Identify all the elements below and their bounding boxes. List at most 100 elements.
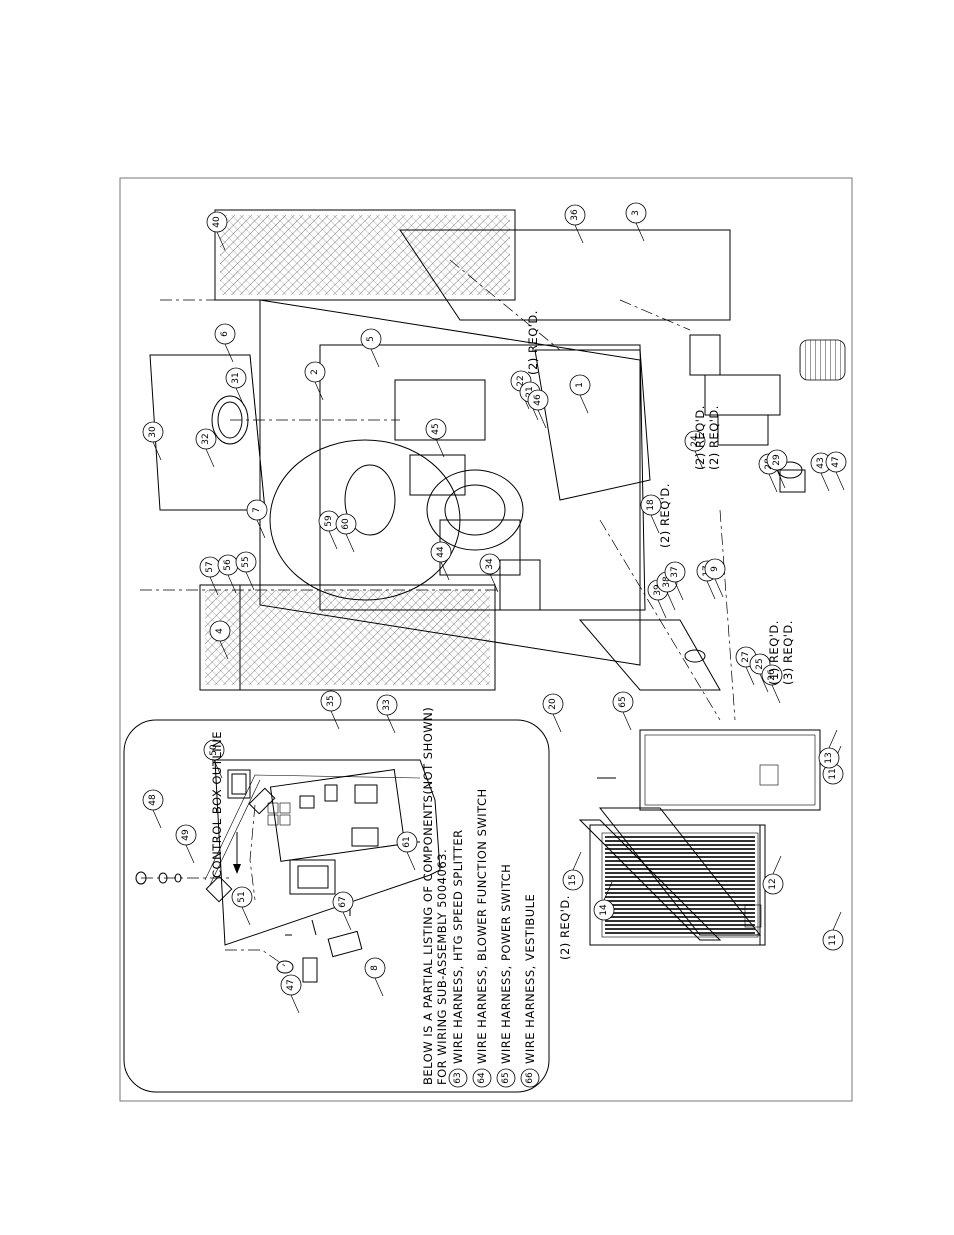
callout-57: 57 <box>199 556 221 596</box>
callout-number: 44 <box>436 546 446 558</box>
callout-51: 51 <box>231 886 253 926</box>
harness-item-number: 63 <box>453 1072 463 1083</box>
callout-34: 34 <box>479 553 501 593</box>
callout-number: 48 <box>148 794 158 806</box>
callout-33: 33 <box>376 694 398 734</box>
callout-9: 9 <box>704 558 726 598</box>
flexible-duct <box>799 339 846 381</box>
callout-number: 49 <box>181 829 191 841</box>
callout-61: 61 <box>396 831 418 871</box>
callout-number: 4 <box>215 628 225 634</box>
harness-item-number: 64 <box>477 1072 487 1084</box>
quantity-labels: (2) REQ'D. (2) REQ'D. (2) REQ'D. (2) REQ… <box>526 310 795 960</box>
partial-listing-note-line-2: FOR WIRING SUB-ASSEMBLY 5004063. <box>435 849 449 1085</box>
callout-number: 22 <box>516 375 526 386</box>
callout-number: 55 <box>241 556 251 567</box>
callout-6: 6 <box>214 323 236 363</box>
qty-label-6: (3) REQ'D. <box>781 620 795 685</box>
callout-number: 11 <box>828 934 838 945</box>
callout-number: 32 <box>201 433 211 444</box>
callout-number: 35 <box>326 695 336 706</box>
callout-13: 13 <box>818 729 840 769</box>
callout-number: 3 <box>631 210 641 216</box>
callout-number: 7 <box>252 507 262 513</box>
callout-number: 14 <box>599 904 609 916</box>
callout-7: 7 <box>246 499 268 539</box>
callout-2: 2 <box>304 361 326 401</box>
callout-31: 31 <box>225 367 247 407</box>
callout-number: 13 <box>824 752 834 763</box>
callout-number: 20 <box>548 698 558 710</box>
callout-45: 45 <box>425 418 447 458</box>
harness-item-text: WIRE HARNESS, VESTIBULE <box>523 894 537 1064</box>
callout-number: 47 <box>286 979 296 990</box>
callout-56: 56 <box>217 554 239 594</box>
callout-32: 32 <box>195 428 217 468</box>
callout-number: 47 <box>831 456 841 467</box>
callout-number: 50 <box>209 744 219 756</box>
callout-14: 14 <box>593 881 615 921</box>
callout-44: 44 <box>430 541 452 581</box>
callout-8: 8 <box>364 957 386 997</box>
callouts-layer: 4849505147867611514121111134033663130322… <box>142 202 847 1014</box>
callout-number: 12 <box>768 878 778 889</box>
callout-35: 35 <box>320 690 342 730</box>
callout-number: 56 <box>223 559 233 571</box>
callout-number: 34 <box>485 558 495 570</box>
callout-number: 30 <box>148 426 158 438</box>
callout-15: 15 <box>562 851 584 891</box>
callout-20: 20 <box>542 693 564 733</box>
front-panels <box>578 729 821 946</box>
callout-number: 9 <box>710 566 720 572</box>
callout-30: 30 <box>142 421 164 461</box>
callout-number: 33 <box>382 699 392 710</box>
callout-number: 8 <box>370 965 380 971</box>
control-box-outline-label: CONTROL BOX OUTLINE <box>210 731 224 878</box>
callout-59: 59 <box>318 510 340 550</box>
callout-1: 1 <box>569 374 591 414</box>
callout-47: 47 <box>825 451 847 491</box>
callout-number: 51 <box>237 891 247 902</box>
callout-number: 31 <box>231 372 241 383</box>
harness-item-number: 65 <box>501 1072 511 1083</box>
callout-60: 60 <box>335 513 357 553</box>
callout-40: 40 <box>206 211 228 251</box>
qty-label-1: (2) REQ'D. <box>526 310 540 375</box>
callout-67: 67 <box>332 891 354 931</box>
callout-12: 12 <box>762 855 784 895</box>
callout-number: 59 <box>324 515 334 527</box>
callout-36: 36 <box>564 204 586 244</box>
callout-number: 5 <box>366 336 376 342</box>
circuit-board <box>269 769 406 862</box>
callout-46: 46 <box>527 389 549 429</box>
callout-number: 24 <box>690 435 700 447</box>
callout-number: 40 <box>212 216 222 228</box>
callout-number: 36 <box>570 209 580 221</box>
callout-number: 60 <box>341 518 351 530</box>
callout-5: 5 <box>360 328 382 368</box>
callout-number: 26 <box>767 669 777 681</box>
callout-37: 37 <box>664 561 686 601</box>
callout-number: 27 <box>741 651 751 662</box>
callout-number: 6 <box>220 331 230 337</box>
callout-65: 65 <box>612 691 634 731</box>
callout-number: 43 <box>816 457 826 468</box>
cabinet-assembly <box>140 209 846 721</box>
callout-number: 29 <box>772 454 782 466</box>
callout-50: 50 <box>203 739 225 779</box>
callout-number: 61 <box>402 836 412 847</box>
callout-55: 55 <box>235 551 257 591</box>
callout-number: 2 <box>310 369 320 375</box>
callout-number: 65 <box>618 696 628 707</box>
callout-49: 49 <box>175 824 197 864</box>
callout-29: 29 <box>766 449 788 489</box>
harness-item-text: WIRE HARNESS, POWER SWITCH <box>499 864 513 1064</box>
callout-number: 1 <box>575 382 585 388</box>
panels-qty-label: (2) REQ'D. <box>558 895 572 960</box>
callout-number: 25 <box>755 658 765 669</box>
